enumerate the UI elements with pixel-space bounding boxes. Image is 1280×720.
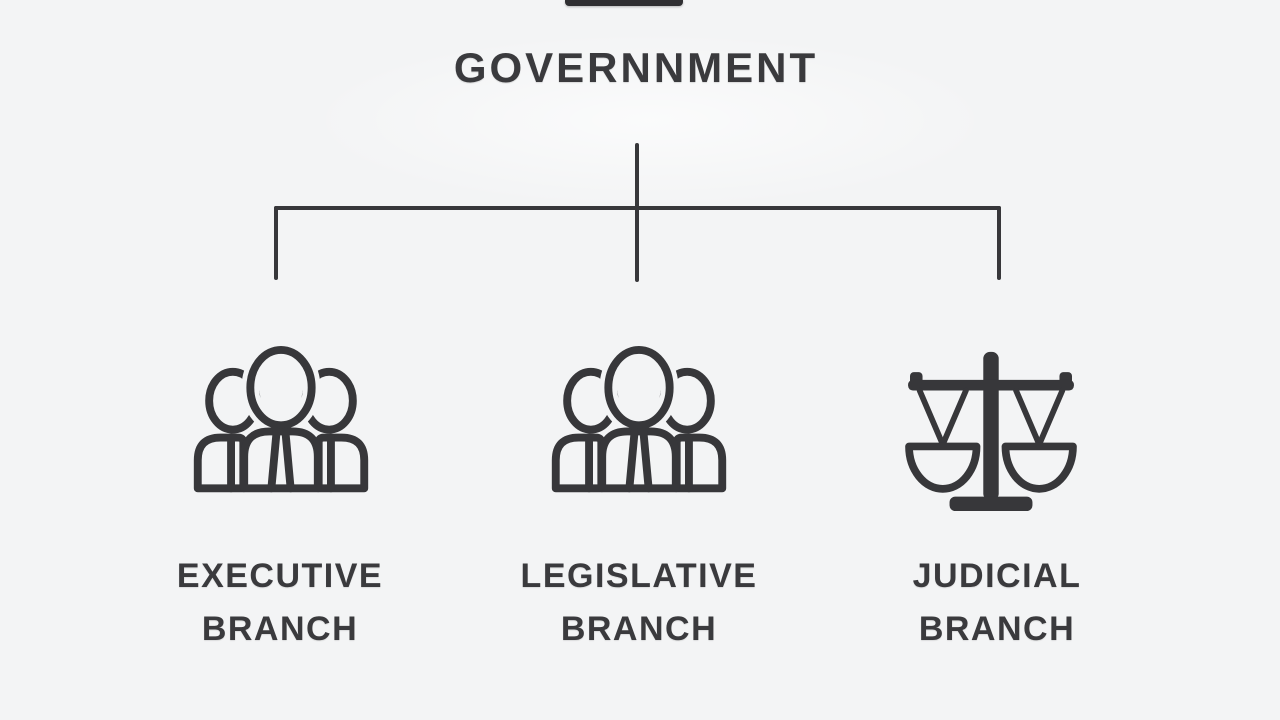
diagram-title: GOVERNNMENT <box>453 44 819 91</box>
connector-stem-line <box>635 143 639 282</box>
connector-drop-left <box>274 206 278 280</box>
people-group-icon <box>193 344 369 493</box>
connector-horizontal-line <box>274 206 1001 210</box>
connector-drop-right <box>997 206 1001 280</box>
legislative-branch-label-line1: LEGISLATIVE <box>520 557 758 595</box>
cropped-top-graphic <box>565 0 683 6</box>
scales-of-justice-icon <box>905 351 1077 512</box>
judicial-branch-label-line2: BRANCH <box>918 610 1076 648</box>
executive-branch-label-line1: EXECUTIVE <box>176 557 384 595</box>
executive-branch-label: EXECUTIVE BRANCH <box>120 550 440 656</box>
judicial-branch-label-line1: JUDICIAL <box>912 557 1082 595</box>
judicial-branch-label: JUDICIAL BRANCH <box>837 550 1157 656</box>
legislative-branch-label-line2: BRANCH <box>560 610 718 648</box>
executive-branch-label-line2: BRANCH <box>201 610 359 648</box>
people-group-icon <box>551 344 727 493</box>
legislative-branch-label: LEGISLATIVE BRANCH <box>479 550 799 656</box>
